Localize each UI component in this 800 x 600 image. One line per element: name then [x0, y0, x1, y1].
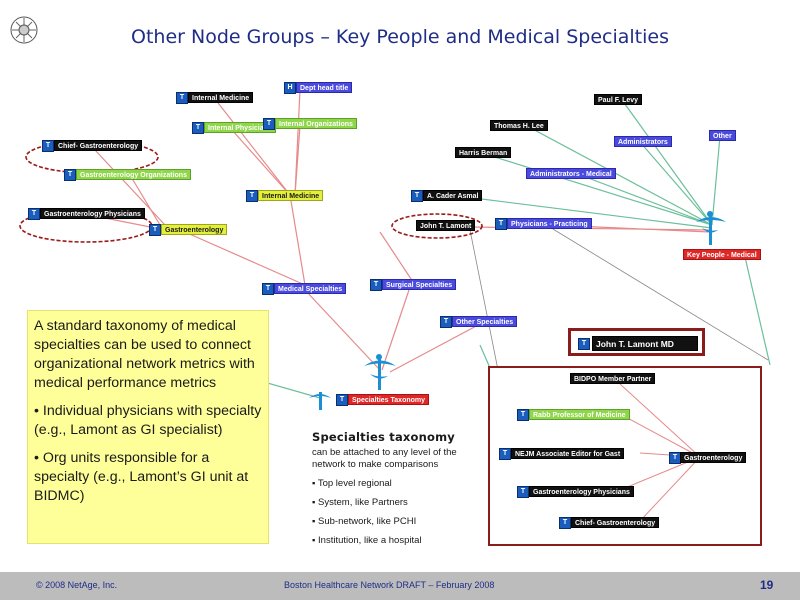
node-surgical-specialties[interactable]: Surgical Specialties — [382, 279, 457, 290]
node-gastroenterology[interactable]: Gastroenterology — [161, 224, 228, 235]
callout-bullet-individual: • Individual physicians with specialty (… — [34, 403, 262, 438]
node-internal-medicine-mid[interactable]: Internal Medicine — [258, 190, 324, 201]
caduceus-icon — [696, 211, 726, 245]
node-icon: T — [192, 122, 204, 134]
node-icon: T — [559, 517, 571, 529]
zoom-chief[interactable]: Chief- Gastroenterology — [571, 517, 660, 528]
node-chief-gastro[interactable]: Chief- Gastroenterology — [54, 140, 143, 151]
node-gastro-physicians[interactable]: Gastroenterology Physicians — [40, 208, 145, 219]
node-icon: T — [246, 190, 258, 202]
node-icon: T — [149, 224, 161, 236]
specialties-bullet-text: Institution, like a hospital — [318, 535, 422, 546]
node-key-people-medical[interactable]: Key People - Medical — [683, 249, 761, 260]
specialties-bullet: ▪ Top level regional — [312, 478, 392, 489]
node-icon: T — [517, 409, 529, 421]
node-cader-asmal[interactable]: A. Cader Asmal — [423, 190, 483, 201]
person-icon: T — [578, 338, 590, 350]
callout-bullet-org-units: • Org units responsible for a specialty … — [34, 450, 249, 504]
specialties-bullet-text: Sub-network, like PCHI — [318, 516, 417, 527]
slide-title: Other Node Groups – Key People and Medic… — [131, 26, 669, 48]
node-internal-organizations[interactable]: Internal Organizations — [275, 118, 357, 129]
node-icon: T — [411, 190, 423, 202]
node-icon: T — [42, 140, 54, 152]
node-gastro-orgs[interactable]: Gastroenterology Organizations — [76, 169, 191, 180]
logo-icon — [10, 16, 38, 44]
taxonomy-callout: A standard taxonomy of medical specialti… — [27, 310, 269, 544]
node-icon: T — [176, 92, 188, 104]
node-icon: T — [28, 208, 40, 220]
node-other-specialties[interactable]: Other Specialties — [452, 316, 518, 327]
node-icon: H — [284, 82, 296, 94]
node-physicians-practicing[interactable]: Physicians - Practicing — [507, 218, 592, 229]
zoom-bidpo[interactable]: BIDPO Member Partner — [570, 373, 656, 384]
zoom-gastro[interactable]: Gastroenterology — [680, 452, 747, 463]
slide-footer: © 2008 NetAge, Inc. Boston Healthcare Ne… — [0, 572, 800, 600]
footer-copyright: © 2008 NetAge, Inc. — [36, 580, 118, 590]
caduceus-icon — [309, 392, 331, 410]
page-number: 19 — [760, 578, 774, 592]
node-administrators[interactable]: Administrators — [614, 136, 672, 147]
caduceus-icon — [364, 354, 396, 390]
node-medical-specialties[interactable]: Medical Specialties — [274, 283, 347, 294]
node-icon: T — [64, 169, 76, 181]
node-icon: T — [495, 218, 507, 230]
node-icon: T — [440, 316, 452, 328]
callout-intro: A standard taxonomy of medical specialti… — [34, 318, 255, 391]
zoom-rabb[interactable]: Rabb Professor of Medicine — [529, 409, 630, 420]
node-thomas-lee[interactable]: Thomas H. Lee — [490, 120, 548, 131]
node-icon: T — [336, 394, 348, 406]
specialties-bullet: ▪ Institution, like a hospital — [312, 535, 422, 546]
node-harris-berman[interactable]: Harris Berman — [455, 147, 512, 158]
node-icon: T — [499, 448, 511, 460]
specialties-description: can be attached to any level of the netw… — [312, 447, 457, 470]
footer-draft-note: Boston Healthcare Network DRAFT – Februa… — [284, 580, 495, 590]
node-other[interactable]: Other — [709, 130, 736, 141]
node-dept-head-title[interactable]: Dept head title — [296, 82, 353, 93]
zoom-gi-physicians[interactable]: Gastroenterology Physicians — [529, 486, 634, 497]
node-paul-levy[interactable]: Paul F. Levy — [594, 94, 643, 105]
node-john-lamont[interactable]: John T. Lamont — [416, 220, 476, 231]
node-admin-medical[interactable]: Administrators - Medical — [526, 168, 616, 179]
specialties-bullet: ▪ System, like Partners — [312, 497, 408, 508]
specialties-bullet-text: Top level regional — [317, 478, 392, 489]
node-specialties-taxonomy[interactable]: Specialties Taxonomy — [348, 394, 430, 405]
node-icon: T — [262, 283, 274, 295]
node-icon: T — [263, 118, 275, 130]
node-icon: T — [370, 279, 382, 291]
specialties-taxonomy-note: Specialties taxonomy can be attached to … — [312, 430, 482, 546]
zoom-person[interactable]: John T. Lamont MD — [592, 336, 698, 351]
node-internal-medicine-top[interactable]: Internal Medicine — [188, 92, 254, 103]
zoom-nejm[interactable]: NEJM Associate Editor for Gast — [511, 448, 625, 459]
node-icon: T — [517, 486, 529, 498]
specialties-bullet: ▪ Sub-network, like PCHI — [312, 516, 417, 527]
specialties-bullet-text: System, like Partners — [318, 497, 408, 508]
specialties-heading: Specialties taxonomy — [312, 430, 456, 444]
